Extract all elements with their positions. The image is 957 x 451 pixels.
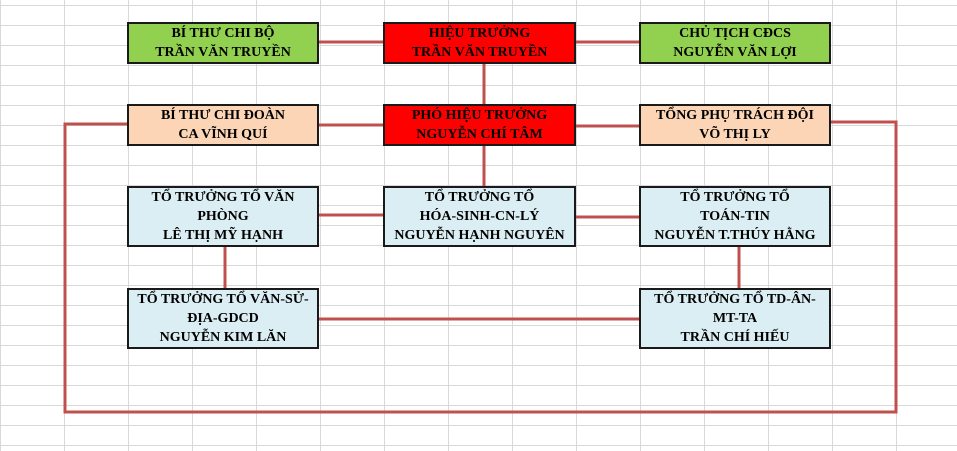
box-text-line: NGUYỄN T.THÚY HẰNG: [654, 228, 816, 243]
box-text-line: HIỆU TRƯỞNG: [428, 26, 531, 41]
box-to-van-phong: TỔ TRƯỞNG TỔ VĂN PHÒNG LÊ THỊ MỸ HẠNH: [127, 186, 319, 247]
box-to-van-su-dia-gdcd: TỔ TRƯỞNG TỔ VĂN-SỬ- ĐỊA-GDCD NGUYỄN KIM L…: [127, 288, 319, 349]
box-text-line: HÓA-SINH-CN-LÝ: [419, 209, 540, 224]
box-text-line: BÍ THƯ CHI ĐOÀN: [160, 108, 286, 123]
connector-outer-loop: [63, 120, 898, 414]
box-text-line: TỔ TRƯỞNG TỔ: [680, 190, 790, 205]
box-text-line: TỔ TRƯỞNG TỔ: [424, 190, 535, 205]
box-text-line: NGUYỄN KIM LĂN: [159, 330, 287, 345]
box-text-line: TỔ TRƯỞNG TỔ VĂN: [151, 190, 295, 205]
box-text-line: NGUYỄN HẠNH NGUYÊN: [394, 228, 565, 243]
box-chu-tich-cdcs: CHỦ TỊCH CĐCS NGUYỄN VĂN LỢI: [639, 22, 831, 64]
box-text-line: TỔ TRƯỞNG TỔ TD-ÂN-: [654, 292, 816, 307]
box-text-line: NGUYỄN VĂN LỢI: [673, 45, 797, 60]
box-hieu-truong: HIỆU TRƯỞNG TRẦN VĂN TRUYỀN: [383, 22, 576, 64]
box-text-line: LÊ THỊ MỸ HẠNH: [163, 228, 283, 243]
box-bi-thu-chi-bo: BÍ THƯ CHI BỘ TRẦN VĂN TRUYỀN: [127, 22, 319, 64]
box-text-line: VÕ THỊ LY: [699, 127, 771, 142]
box-to-toan-tin: TỔ TRƯỞNG TỔ TOÁN-TIN NGUYỄN T.THÚY HẰNG: [639, 186, 831, 247]
box-text-line: PHÓ HIỆU TRƯỞNG: [411, 108, 548, 123]
box-text-line: TRẦN CHÍ HIẾU: [680, 330, 790, 345]
box-text-line: TRẦN VĂN TRUYỀN: [155, 45, 291, 60]
box-text-line: CHỦ TỊCH CĐCS: [679, 26, 791, 41]
box-bi-thu-chi-doan: BÍ THƯ CHI ĐOÀN CA VĨNH QUÍ: [127, 104, 319, 146]
box-text-line: TỔNG PHỤ TRÁCH ĐỘI: [655, 108, 815, 123]
box-text-line: TỔ TRƯỞNG TỔ VĂN-SỬ-: [137, 292, 309, 307]
box-to-td-an-mt-ta: TỔ TRƯỞNG TỔ TD-ÂN- MT-TA TRẦN CHÍ HIẾU: [639, 288, 831, 349]
box-text-line: NGUYỄN CHÍ TÂM: [416, 127, 543, 142]
box-text-line: TOÁN-TIN: [700, 209, 770, 224]
box-text-line: MT-TA: [712, 311, 758, 326]
box-text-line: PHÒNG: [197, 209, 249, 224]
box-pho-hieu-truong: PHÓ HIỆU TRƯỞNG NGUYỄN CHÍ TÂM: [383, 104, 576, 146]
box-text-line: BÍ THƯ CHI BỘ: [171, 26, 275, 41]
box-text-line: ĐỊA-GDCD: [187, 311, 259, 326]
box-text-line: CA VĨNH QUÍ: [178, 127, 268, 142]
box-to-hoa-sinh-cn-ly: TỔ TRƯỞNG TỔ HÓA-SINH-CN-LÝ NGUYỄN HẠNH NG…: [383, 186, 576, 247]
box-text-line: TRẦN VĂN TRUYỀN: [411, 45, 548, 60]
box-tong-phu-trach-doi: TỔNG PHỤ TRÁCH ĐỘI VÕ THỊ LY: [639, 104, 831, 146]
